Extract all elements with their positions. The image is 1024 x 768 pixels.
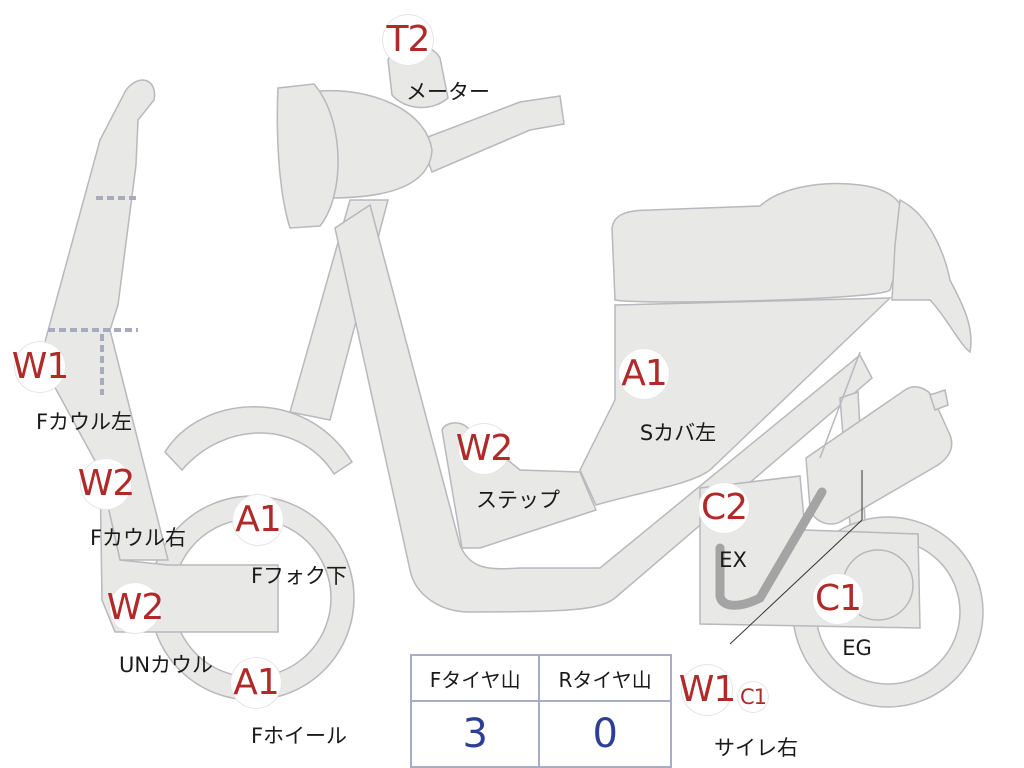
rear-tire-header: Rタイヤ山 <box>538 654 672 702</box>
front-tire-value: 3 <box>409 700 541 768</box>
silencer-right-label: サイレ右 <box>714 736 798 760</box>
silencer-leader-line-diag <box>729 519 863 645</box>
silencer-right-damage-code: W1 <box>679 665 736 715</box>
step-damage-code: W2 <box>456 424 513 474</box>
muffler-tip <box>929 389 949 411</box>
tire-table-header-row: Fタイヤ山 Rタイヤ山 <box>409 654 672 702</box>
side-cover <box>579 297 892 506</box>
rear-cowl <box>891 198 972 354</box>
un-cowl-damage-code: W2 <box>107 583 164 633</box>
ex-label: EX <box>719 548 747 572</box>
handlebar-grip <box>419 95 565 173</box>
f-cowl-left-label: Fカウル左 <box>35 410 133 434</box>
s-cover-left-damage-code: A1 <box>619 349 669 399</box>
f-wheel-damage-code: A1 <box>231 658 281 708</box>
meter-damage-code: T2 <box>383 15 433 65</box>
tire-tread-table: Fタイヤ山 Rタイヤ山 3 0 <box>409 654 672 768</box>
headlight <box>276 83 339 229</box>
ex-damage-code: C2 <box>699 483 749 533</box>
silencer-right-secondary-code: C1 <box>738 682 768 712</box>
f-cowl-right-label: Fカウル右 <box>89 526 187 550</box>
handlebar-cover <box>309 89 433 199</box>
front-fender <box>164 406 354 476</box>
floor-frame <box>334 203 873 613</box>
s-cover-left-label: Sカバ左 <box>639 421 717 445</box>
swingarm-line <box>819 351 861 459</box>
f-wheel-label: Fホイール <box>250 724 348 748</box>
tire-table-value-row: 3 0 <box>409 700 672 768</box>
seat <box>611 182 907 303</box>
f-fork-lower-damage-code: A1 <box>233 495 283 545</box>
un-cowl-label: UNカウル <box>118 653 214 677</box>
f-cowl-right-damage-code: W2 <box>78 459 135 509</box>
f-fork-lower-label: Fフォク下 <box>250 564 348 588</box>
f-cowl-left-damage-code: W1 <box>12 342 69 392</box>
eg-label: EG <box>842 636 872 660</box>
meter-label: メーター <box>406 80 490 104</box>
front-tire-header: Fタイヤ山 <box>409 654 541 702</box>
rear-tire-value: 0 <box>538 700 672 768</box>
step-label: ステップ <box>476 488 560 512</box>
exhaust-pipe <box>715 487 827 610</box>
muffler <box>805 386 953 525</box>
eg-damage-code: C1 <box>813 574 863 624</box>
